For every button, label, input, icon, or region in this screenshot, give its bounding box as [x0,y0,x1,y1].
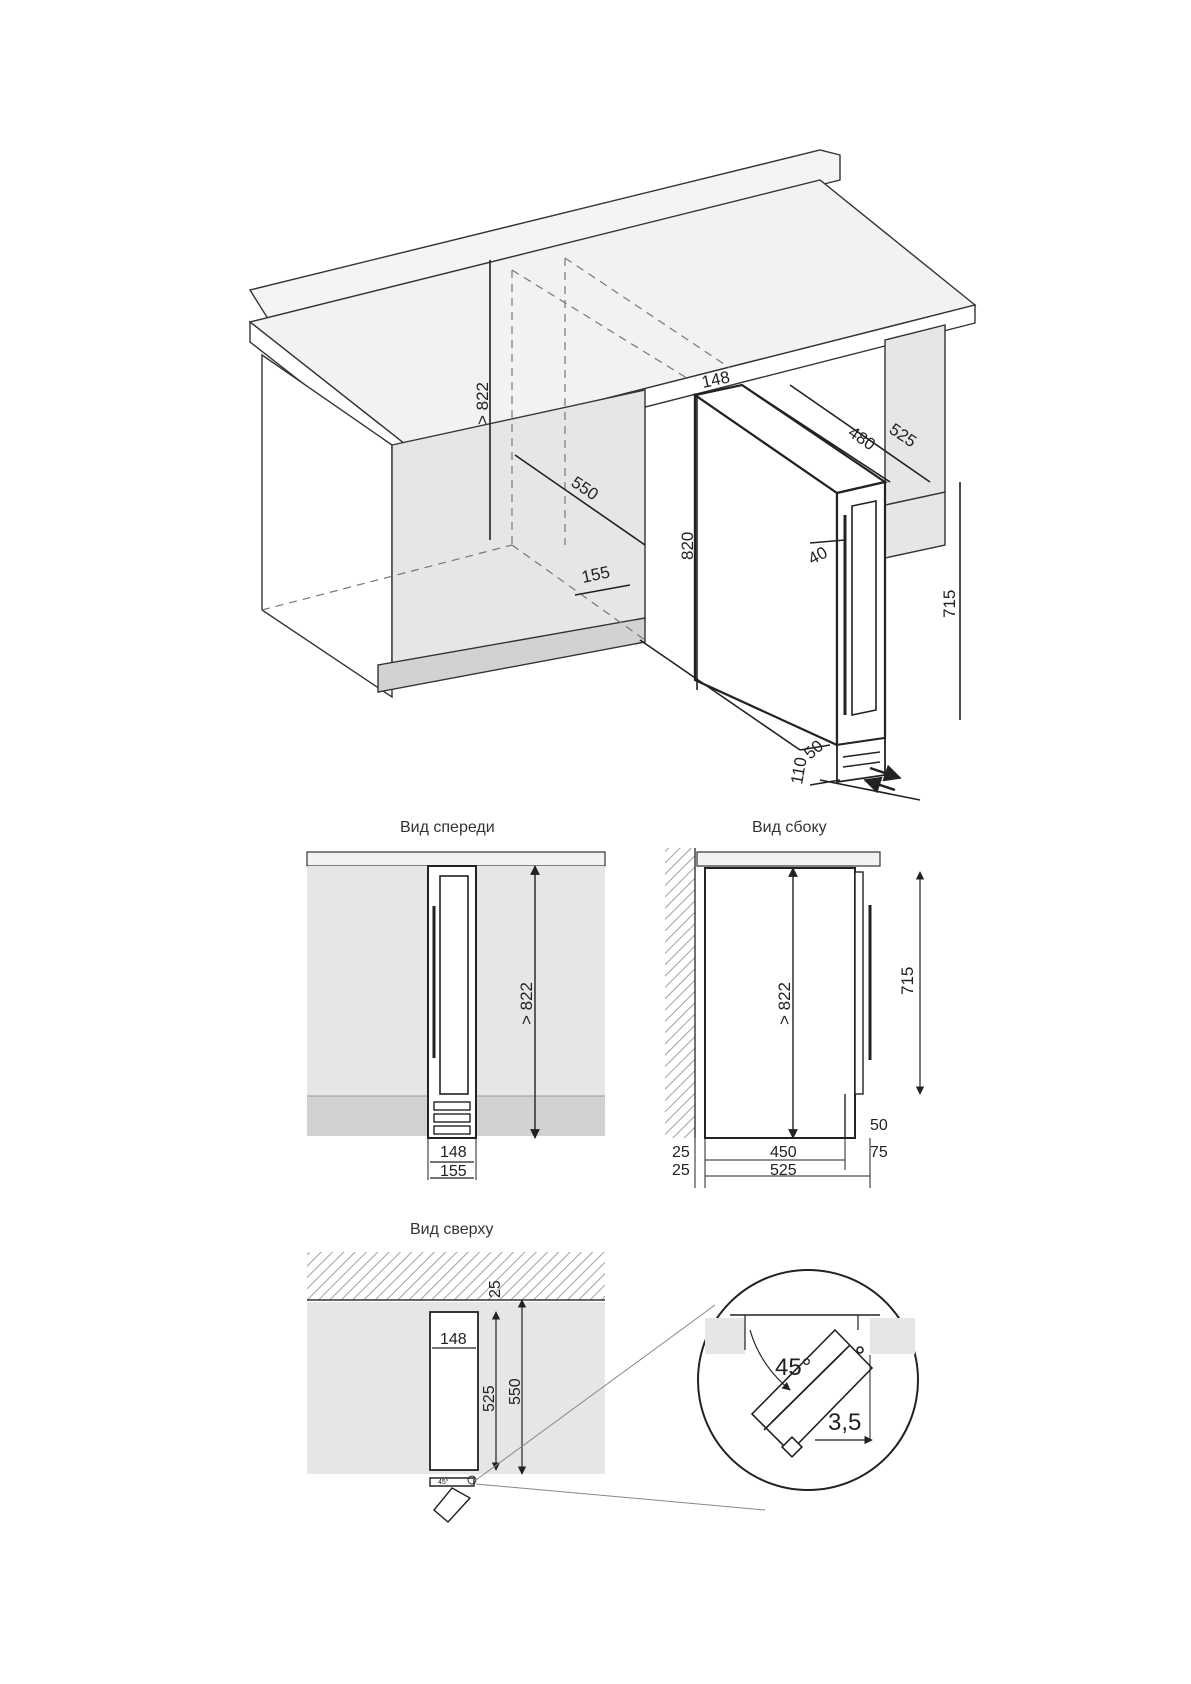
side-view: Вид сбоку > 822 715 50 25 450 75 25 525 [665,819,925,1188]
side-depth-label: 450 [770,1144,797,1161]
front-view: Вид спереди > 822 148 155 [306,819,606,1180]
iso-plinth-height-label: 110 [787,756,810,786]
top-wall-hatch [307,1252,605,1300]
top-depth-label: 525 [481,1385,498,1412]
front-opening-width-label: 155 [440,1163,467,1180]
iso-door-height-label: 715 [940,590,959,618]
side-view-title: Вид сбоку [752,819,827,836]
top-door-open [429,1477,475,1523]
side-countertop [696,851,881,867]
detail-view: 45° 3,5 [697,1269,919,1491]
side-total-depth-label: 525 [770,1162,797,1179]
side-rear-gap-2-label: 25 [672,1162,690,1179]
front-countertop [306,851,606,867]
top-cabinet-depth-label: 550 [507,1378,524,1405]
detail-cabinet-right [870,1318,915,1354]
iso-height-min-label: > 822 [473,382,492,425]
side-rear-gap-1-label: 25 [672,1144,690,1161]
side-door-height-label: 715 [898,967,917,995]
airflow-arrows [863,764,902,794]
front-plinth-vents [433,1101,471,1135]
right-cabinet-upper [884,324,946,506]
top-rear-gap-label: 25 [487,1280,504,1298]
cooler-door-glass [851,500,877,716]
top-view: Вид сверху 148 525 550 25 45° [307,1221,766,1523]
iso-height-label: 820 [678,532,697,560]
side-cooler-body [704,867,856,1139]
niche-dashed [261,257,731,641]
side-height-min-label: > 822 [775,982,794,1025]
isometric-view [248,149,977,801]
left-cabinet-plinth [377,617,646,693]
side-wall-hatch [665,848,695,1138]
detail-offset-label: 3,5 [828,1409,861,1436]
detail-angle-label: 45° [775,1354,811,1381]
side-door [854,871,864,1095]
top-cooler [429,1311,479,1471]
side-front-offset-label: 75 [870,1144,888,1161]
detail-cabinet-left [705,1318,745,1354]
front-height-min-label: > 822 [517,982,536,1025]
front-cooler-glass [439,875,469,1095]
cooler-plinth [836,736,886,784]
left-cabinet-side [261,353,393,699]
top-view-title: Вид сверху [410,1221,493,1238]
side-plinth-label: 50 [870,1117,888,1134]
front-width-label: 148 [440,1144,467,1161]
top-door-angle-label: 45° [438,1478,449,1486]
front-view-title: Вид спереди [400,819,495,836]
countertop-backsplash [248,149,841,323]
top-width-label: 148 [440,1331,467,1348]
iso-dimension-lines [489,260,961,801]
detail-door [750,1328,874,1459]
